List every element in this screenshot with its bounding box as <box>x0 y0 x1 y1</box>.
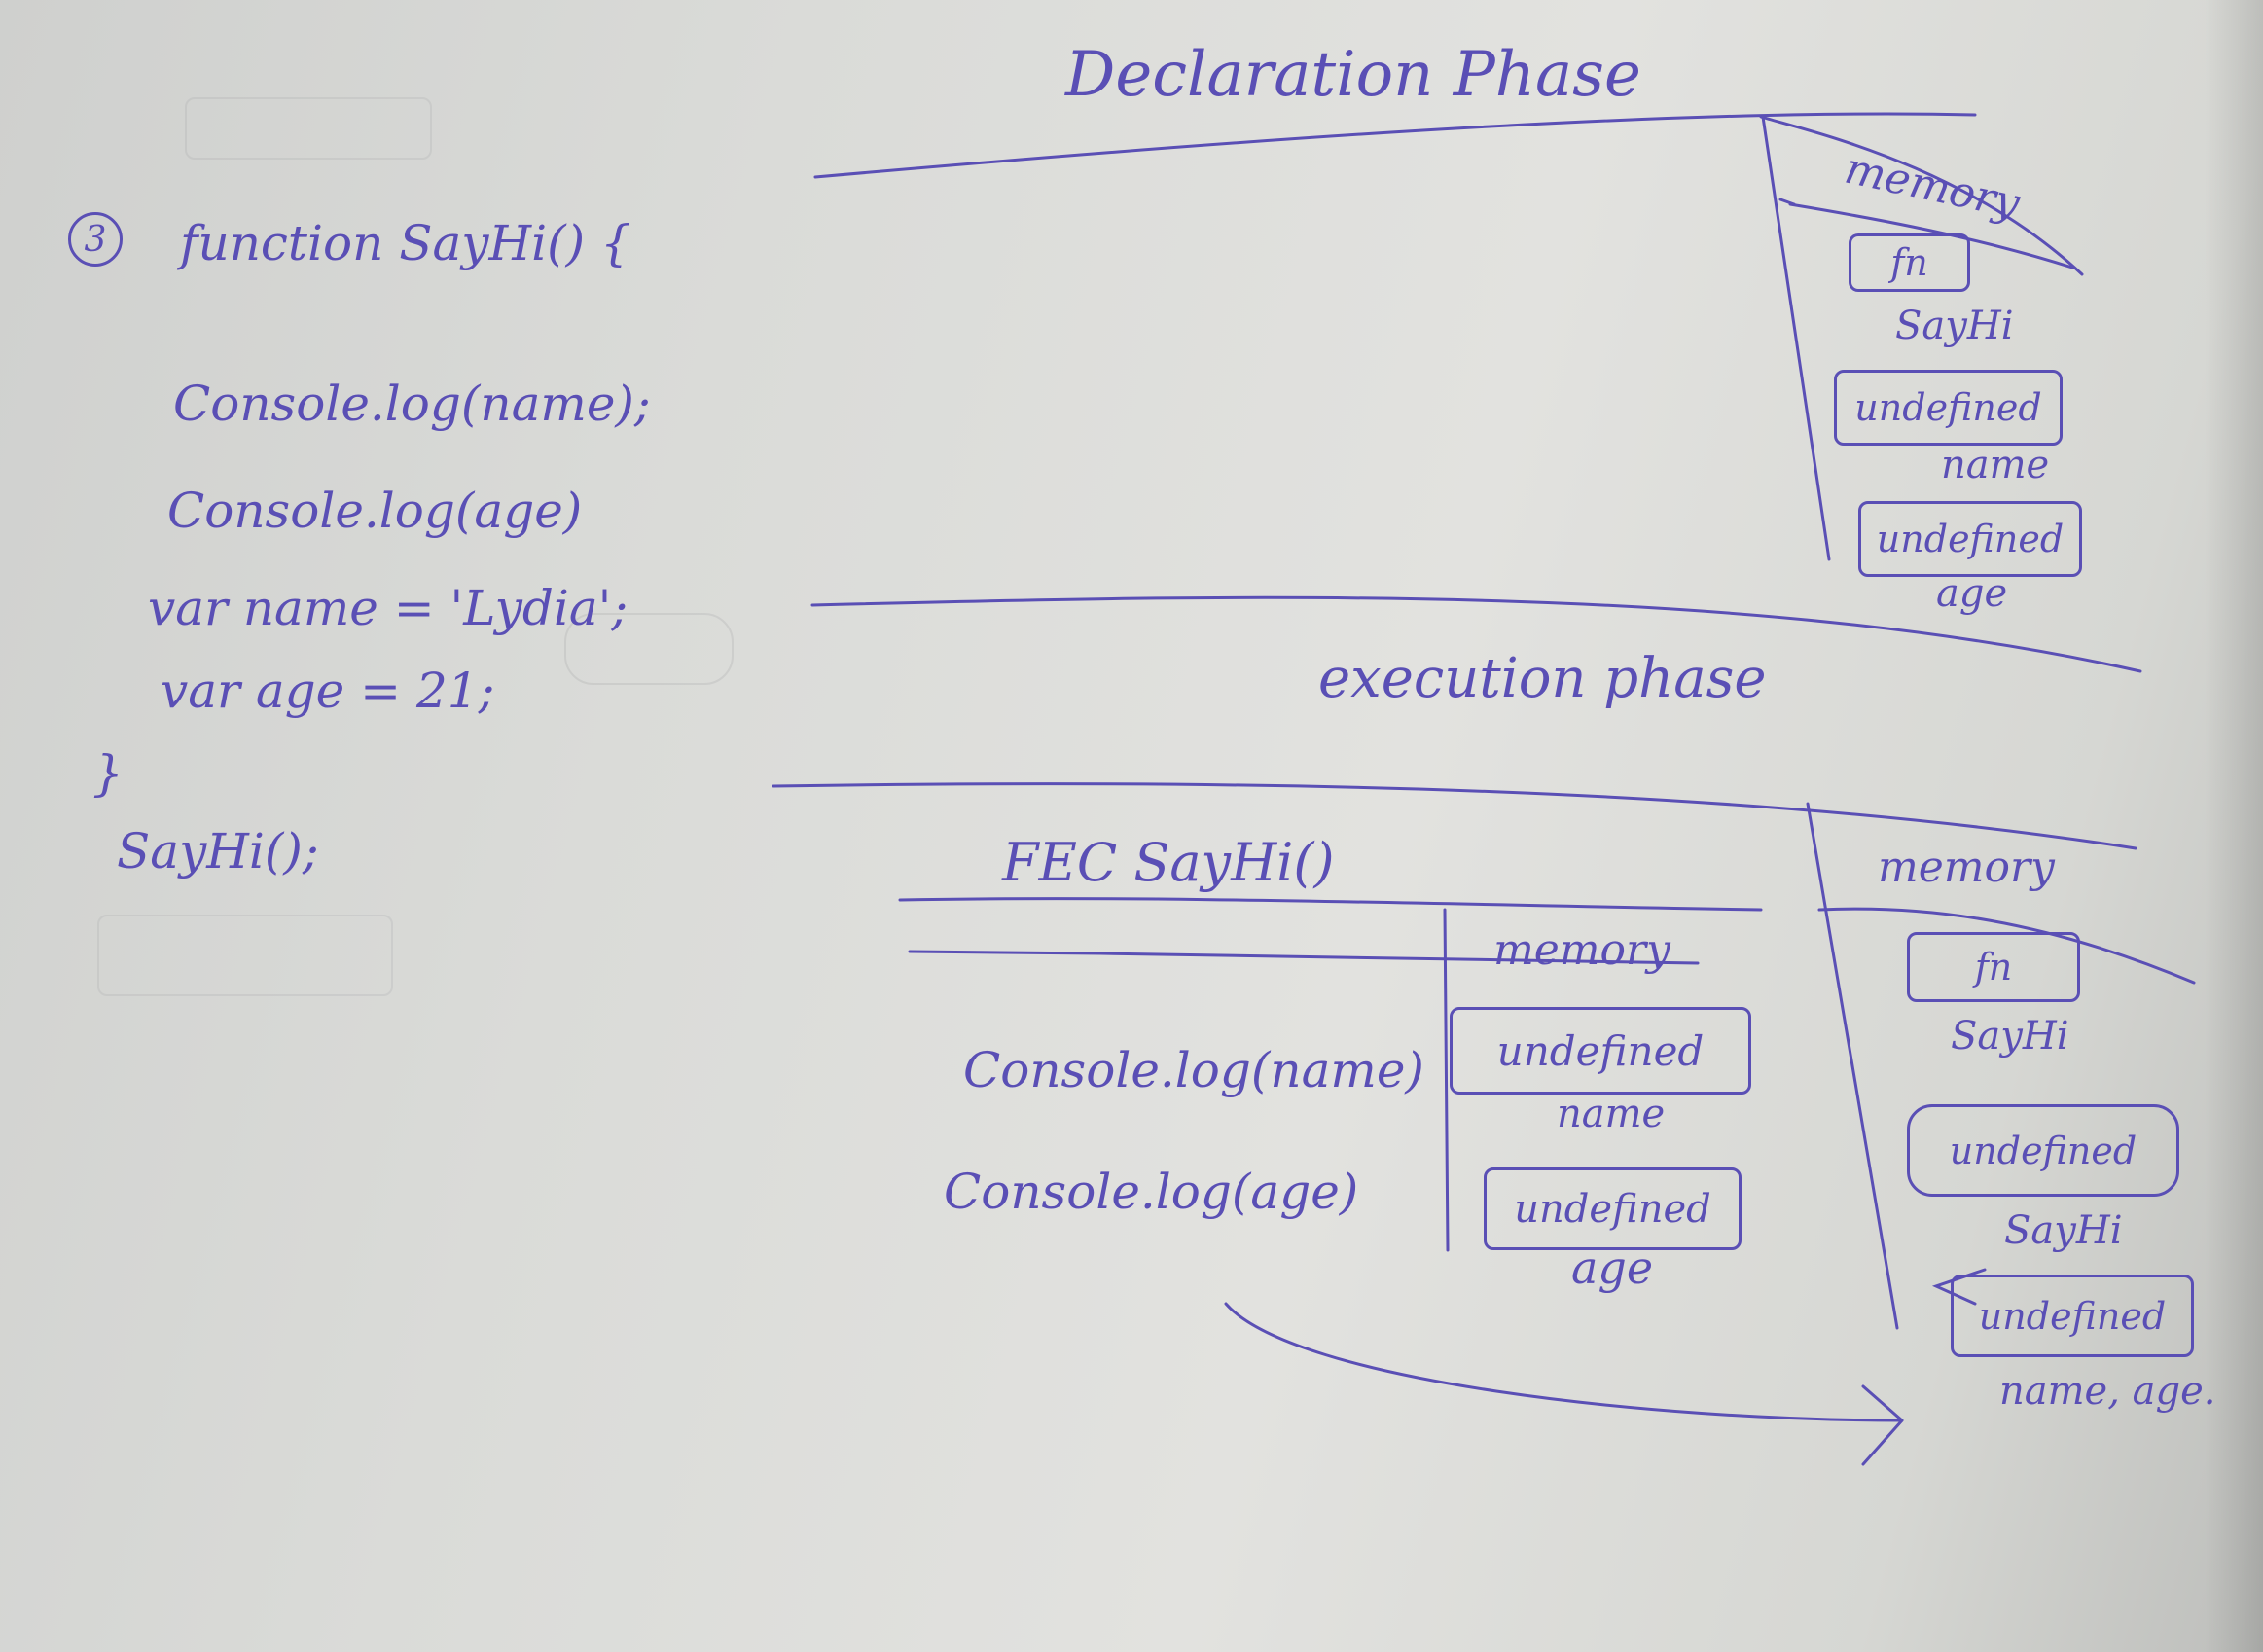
declaration-phase-title: Declaration Phase <box>1065 39 1641 111</box>
exec-log-name: Console.log(name) <box>963 1042 1424 1098</box>
ghost-text <box>97 915 393 996</box>
declaration-memory-age-name: age <box>1936 571 2008 616</box>
global-memory-label: memory <box>1878 843 2055 892</box>
memory-value: undefined <box>1949 1129 2137 1172</box>
declaration-memory-fn-box: fn <box>1849 233 1970 292</box>
memory-value: undefined <box>1496 1026 1705 1075</box>
memory-value: fn <box>1890 241 1928 284</box>
global-memory-name-age-name: name, age. <box>1999 1369 2216 1414</box>
memory-value: undefined <box>1514 1186 1711 1232</box>
ghost-text <box>564 613 734 685</box>
fec-memory-age-box: undefined <box>1484 1167 1742 1250</box>
code-line-call: SayHi(); <box>117 823 319 880</box>
memory-value: undefined <box>1854 386 2042 429</box>
ghost-text <box>185 97 432 160</box>
memory-value: undefined <box>1876 518 2065 560</box>
page-edge-shadow <box>2205 0 2263 1652</box>
declaration-memory-name-box: undefined <box>1834 370 2063 446</box>
execution-phase-title: execution phase <box>1318 647 1767 710</box>
exec-log-age: Console.log(age) <box>944 1164 1359 1220</box>
global-memory-name-age-box: undefined <box>1951 1275 2194 1357</box>
code-line-log-name: Console.log(name); <box>173 376 651 432</box>
step-number-badge: 3 <box>68 212 123 267</box>
declaration-memory-fn-name: SayHi <box>1895 304 2014 348</box>
code-line-var-age: var age = 21; <box>161 663 495 719</box>
code-line-var-name: var name = 'Lydia'; <box>148 580 629 636</box>
fec-memory-name-name: name <box>1557 1092 1666 1136</box>
declaration-memory-name-name: name <box>1941 443 2050 487</box>
code-line-log-age: Console.log(age) <box>167 483 583 539</box>
global-memory-fn-box: fn <box>1907 932 2080 1002</box>
memory-value: fn <box>1974 946 2013 988</box>
fec-memory-name-box: undefined <box>1450 1007 1751 1095</box>
fec-memory-label: memory <box>1493 925 1670 975</box>
code-line-close-brace: } <box>92 745 124 802</box>
global-memory-fn-name: SayHi <box>1951 1014 2069 1059</box>
step-number: 3 <box>84 219 107 260</box>
memory-value: undefined <box>1978 1294 2167 1338</box>
fec-memory-age-name: age <box>1571 1241 1654 1294</box>
fec-label: FEC SayHi() <box>1002 832 1335 893</box>
code-line-function: function SayHi() { <box>180 215 631 271</box>
declaration-memory-age-box: undefined <box>1858 501 2082 577</box>
global-memory-sayhi-name: SayHi <box>2004 1208 2123 1253</box>
global-memory-sayhi-box: undefined <box>1907 1104 2179 1197</box>
